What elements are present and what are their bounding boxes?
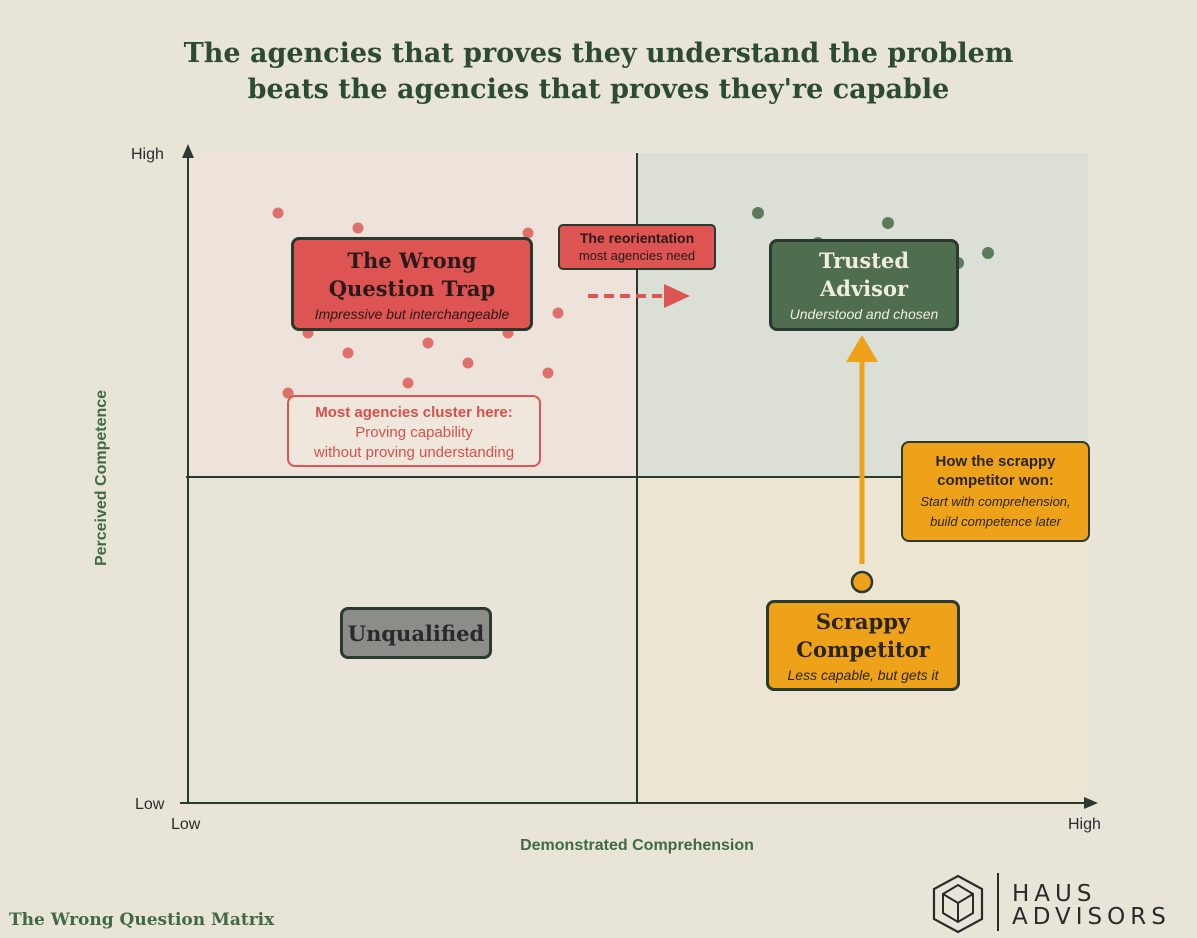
x-axis-low-label: Low — [171, 816, 201, 833]
won-italic-2: build competence later — [930, 514, 1061, 529]
wrong-trap-subtitle: Impressive but interchangeable — [314, 306, 510, 322]
agency-dot — [982, 247, 994, 259]
footer-label: The Wrong Question Matrix — [9, 910, 275, 930]
wrong-question-trap-box: The Wrong Question Trap Impressive but i… — [291, 237, 533, 331]
reorientation-text: most agencies need — [578, 248, 696, 263]
unqualified-box: Unqualified — [340, 607, 492, 659]
trusted-subtitle: Understood and chosen — [789, 306, 939, 322]
chart-title: The agencies that proves they understand… — [0, 36, 1197, 108]
agency-dot — [402, 377, 414, 389]
scrappy-title-2: Competitor — [796, 637, 930, 662]
hexagon-house-logo-icon — [932, 874, 984, 934]
cluster-callout: Most agencies cluster here: Proving capa… — [287, 395, 541, 467]
agency-dot — [522, 227, 534, 239]
scrappy-competitor-dot — [850, 570, 874, 594]
agency-dot — [422, 337, 434, 349]
unqualified-title: Unqualified — [347, 621, 485, 646]
wrong-trap-title-2: Question Trap — [328, 276, 496, 301]
scrappy-won-callout: How the scrappy competitor won: Start wi… — [901, 441, 1090, 542]
x-axis-arrow-icon — [1084, 797, 1098, 809]
won-bold-1: How the scrappy — [935, 453, 1056, 470]
agency-dot — [272, 207, 284, 219]
agency-dot — [342, 347, 354, 359]
title-line-2: beats the agencies that proves they're c… — [247, 74, 950, 105]
reorientation-bold: The reorientation — [579, 230, 695, 246]
trusted-advisor-box: Trusted Advisor Understood and chosen — [769, 239, 959, 331]
cluster-bold: Most agencies cluster here: — [315, 404, 513, 421]
trusted-title-1: Trusted — [819, 248, 909, 273]
y-axis-high-label: High — [131, 146, 164, 163]
x-axis-title: Demonstrated Comprehension — [520, 837, 754, 854]
won-italic-1: Start with comprehension, — [920, 494, 1071, 509]
y-axis-title: Perceived Competence — [93, 389, 110, 567]
agency-dot — [462, 357, 474, 369]
agency-dot — [552, 307, 564, 319]
y-axis-low-label: Low — [135, 796, 165, 813]
x-axis-high-label: High — [1068, 816, 1101, 833]
wrong-trap-title-1: The Wrong — [347, 248, 477, 273]
cluster-line-2: without proving understanding — [313, 444, 515, 461]
scrappy-subtitle: Less capable, but gets it — [787, 667, 939, 683]
y-axis-arrow-icon — [182, 144, 194, 158]
agency-dot — [882, 217, 894, 229]
title-line-1: The agencies that proves they understand… — [183, 38, 1014, 69]
scrappy-growth-arrow-head-icon — [846, 335, 878, 362]
brand-divider — [997, 873, 999, 931]
agency-dot — [352, 222, 364, 234]
agency-dot — [542, 367, 554, 379]
brand-line-1: HAUS — [1012, 881, 1097, 907]
won-bold-2: competitor won: — [937, 472, 1054, 489]
brand-line-2: ADVISORS — [1012, 904, 1171, 930]
agency-dot — [752, 207, 764, 219]
brand-wordmark: HAUS ADVISORS — [1012, 883, 1171, 929]
scrappy-title-1: Scrappy — [815, 609, 911, 634]
scrappy-competitor-box: Scrappy Competitor Less capable, but get… — [766, 600, 960, 691]
cluster-line-1: Proving capability — [355, 424, 473, 441]
reorientation-callout: The reorientation most agencies need — [558, 224, 716, 270]
reorientation-arrow-head-icon — [664, 284, 690, 308]
trusted-title-2: Advisor — [819, 276, 909, 301]
